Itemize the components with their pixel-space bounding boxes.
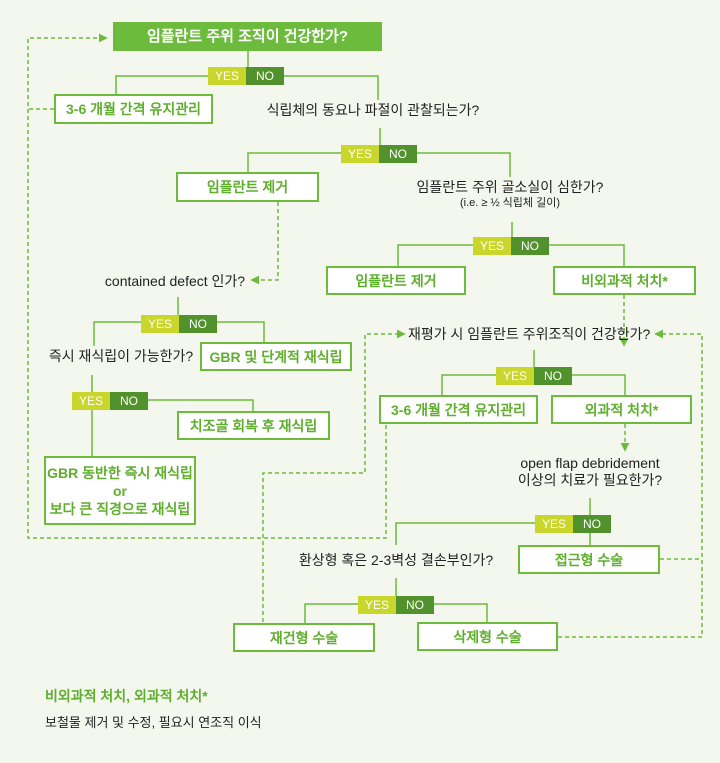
contained-question-text: contained defect 인가? [104, 273, 246, 289]
dashed-remove-to-contained [250, 202, 279, 285]
solid-connector [395, 498, 591, 545]
dashed-resective-to-reeval [558, 329, 703, 638]
access-surgery-label: 접근형 수술 [554, 551, 624, 568]
access-surgery-box: 접근형 수술 [518, 545, 660, 574]
legend-text: 보철물 제거 및 수정, 필요시 연조직 이식 [45, 715, 262, 730]
resective-surgery-label: 삭제형 수술 [453, 628, 522, 645]
defect-question-text: 환상형 혹은 2-3벽성 결손부인가? [298, 552, 494, 568]
maintenance-label: 3-6 개월 간격 유지관리 [391, 401, 526, 418]
nonsurgical-box: 비외과적 처치* [553, 266, 696, 295]
start-question-box: 임플란트 주위 조직이 건강한가? [113, 22, 382, 51]
mobility-question-text: 식립체의 동요나 파절이 관찰되는가? [266, 102, 480, 118]
gbr-immediate-line1: GBR 동반한 즉시 재식립 [47, 464, 193, 481]
boneloss-question: 임플란트 주위 골소실이 심한가? (i.e. ≥ ½ 식립체 길이) [410, 179, 610, 210]
remove-implant-label: 임플란트 제거 [355, 272, 437, 289]
no-label: NO [396, 596, 434, 614]
yes-label: YES [496, 367, 534, 385]
maintenance-label: 3-6 개월 간격 유지관리 [66, 101, 201, 117]
contained-question: contained defect 인가? [100, 273, 250, 290]
yes-label: YES [141, 315, 179, 333]
solid-connector [397, 222, 625, 266]
yes-label: YES [72, 392, 110, 410]
remove-implant-label: 임플란트 제거 [206, 179, 289, 195]
no-label: NO [379, 145, 417, 163]
solid-connector [115, 51, 379, 100]
resective-surgery-box: 삭제형 수술 [417, 622, 558, 651]
remove-implant-box-2: 임플란트 제거 [326, 266, 466, 295]
solid-connector [93, 297, 265, 346]
dashed-regen-to-reeval [262, 329, 406, 622]
yes-label: YES [358, 596, 396, 614]
surgical-label: 외과적 처치* [584, 401, 659, 418]
reeval-question-text: 재평가 시 임플란트 주위조직이 건강한가? [408, 326, 651, 342]
gbr-staged-label: GBR 및 단계적 재식립 [209, 348, 343, 365]
no-label: NO [534, 367, 572, 385]
yes-label: YES [341, 145, 379, 163]
no-label: NO [511, 237, 549, 255]
solid-connector [91, 375, 254, 456]
yes-label: YES [535, 515, 573, 533]
start-question: 임플란트 주위 조직이 건강한가? [146, 27, 349, 45]
defect-question: 환상형 혹은 2-3벽성 결손부인가? [291, 552, 501, 569]
immediate-question-text: 즉시 재식립이 가능한가? [48, 348, 194, 364]
maintenance-box-1: 3-6 개월 간격 유지관리 [54, 94, 213, 124]
dashed-loop-to-start [27, 38, 387, 539]
reeval-question: 재평가 시 임플란트 주위조직이 건강한가? [408, 326, 650, 343]
remove-implant-box-1: 임플란트 제거 [176, 172, 319, 202]
after-recovery-box: 치조골 회복 후 재식립 [177, 411, 330, 440]
gbr-immediate-or: or [113, 482, 127, 499]
boneloss-question-text: 임플란트 주위 골소실이 심한가? [416, 179, 604, 195]
maintenance-box-2: 3-6 개월 간격 유지관리 [379, 395, 538, 424]
yes-label: YES [473, 237, 511, 255]
boneloss-question-sub: (i.e. ≥ ½ 식립체 길이) [459, 197, 561, 209]
ofd-question-line2: 이상의 치료가 필요한가? [517, 472, 663, 488]
solid-connector [304, 578, 488, 623]
no-label: NO [110, 392, 148, 410]
no-label: NO [246, 67, 284, 85]
gbr-staged-box: GBR 및 단계적 재식립 [200, 342, 352, 371]
no-label: NO [179, 315, 217, 333]
immediate-question: 즉시 재식립이 가능한가? [48, 348, 194, 365]
yes-label: YES [208, 67, 246, 85]
solid-connector [441, 350, 626, 395]
ofd-question-line1: open flap debridement [520, 455, 660, 471]
after-recovery-label: 치조골 회복 후 재식립 [189, 417, 318, 434]
surgical-box: 외과적 처치* [551, 395, 692, 424]
no-label: NO [573, 515, 611, 533]
solid-connector [247, 128, 511, 177]
gbr-immediate-line2: 보다 큰 직경으로 재식립 [49, 500, 191, 517]
nonsurgical-label: 비외과적 처치* [581, 272, 668, 289]
legend-title: 비외과적 처치, 외과적 처치* [45, 688, 208, 704]
regenerative-surgery-label: 재건형 수술 [269, 629, 339, 646]
mobility-question: 식립체의 동요나 파절이 관찰되는가? [263, 102, 483, 119]
regenerative-surgery-box: 재건형 수술 [233, 623, 375, 652]
